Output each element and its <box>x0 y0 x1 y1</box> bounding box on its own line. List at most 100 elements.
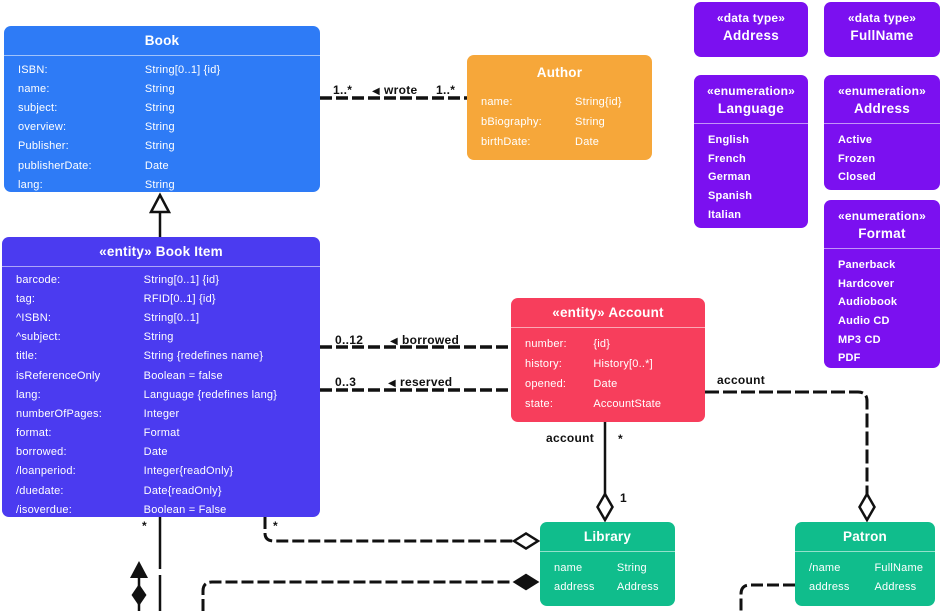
arrow-up-icon <box>130 561 148 578</box>
borrowed-edge-label[interactable]: ◀borrowed <box>390 333 460 347</box>
class-title: Patron <box>843 529 887 544</box>
attr-row: opened:Date <box>525 378 618 390</box>
class-title: Book <box>144 33 180 48</box>
divider <box>4 55 320 56</box>
attr-row: barcode:String[0..1] {id} <box>16 273 220 286</box>
attr-row: tag:RFID[0..1] {id} <box>16 292 216 305</box>
enum-node-address[interactable]: «enumeration» Address Active Frozen Clos… <box>824 75 940 190</box>
account-library-source-multiplicity[interactable]: * <box>618 432 623 446</box>
class-node-author[interactable]: Author name:String{id} bBiography:String… <box>467 55 652 160</box>
direction-left-icon: ◀ <box>388 378 396 389</box>
edge-patron-left-line[interactable] <box>739 583 795 611</box>
attr-row: bBiography:String <box>481 116 605 128</box>
enum-item: Audiobook <box>838 296 898 309</box>
enum-node-language[interactable]: «enumeration» Language English French Ge… <box>694 75 808 228</box>
enum-node-format[interactable]: «enumeration» Format Panerback Hardcover… <box>824 200 940 368</box>
attr-row: format:Format <box>16 427 180 440</box>
enum-item: Frozen <box>838 152 876 165</box>
attr-row: /isoverdue:Boolean = False <box>16 503 227 516</box>
enum-item: French <box>708 152 746 165</box>
type-title: Address <box>722 28 780 43</box>
divider <box>824 123 940 124</box>
attr-row: borrowed:Date <box>16 446 168 459</box>
account-library-edge-label[interactable]: account <box>546 431 595 445</box>
edge-bottom-library-line[interactable] <box>201 580 513 611</box>
type-title: Language <box>717 101 785 116</box>
wrote-edge-label[interactable]: ◀wrote <box>372 83 418 97</box>
class-title: «entity» Book Item <box>99 244 223 259</box>
divider <box>540 551 675 552</box>
class-node-account[interactable]: «entity» Account number:{id} history:His… <box>511 298 705 422</box>
attr-row: ^ISBN:String[0..1] <box>16 311 200 324</box>
direction-left-icon: ◀ <box>372 86 380 97</box>
enum-item: English <box>708 134 750 147</box>
enum-item: Closed <box>838 171 876 184</box>
attr-row: ^subject:String <box>16 331 174 344</box>
edge-bookitem-library-line[interactable] <box>263 517 513 543</box>
divider <box>694 123 808 124</box>
type-title: Address <box>853 101 911 116</box>
composition-diamond-icon <box>512 573 540 591</box>
attr-row: Publisher:String <box>18 140 175 153</box>
enum-item: Audio CD <box>838 315 890 328</box>
enum-item: PDF <box>838 352 861 365</box>
aggregation-diamond-icon <box>858 491 876 523</box>
attr-row: lang:Language {redefines lang} <box>16 388 278 401</box>
reserved-edge-label[interactable]: ◀reserved <box>388 375 453 389</box>
bookitem-library-multiplicity[interactable]: * <box>273 519 278 533</box>
attr-row: /loanperiod:Integer{readOnly} <box>16 465 234 478</box>
wrote-right-multiplicity[interactable]: 1..* <box>436 83 456 97</box>
aggregation-diamond-icon <box>596 491 614 523</box>
stereotype-label: «enumeration» <box>838 84 926 98</box>
divider <box>795 551 935 552</box>
attr-row: ISBN:String[0..1] {id} <box>18 63 221 76</box>
datatype-node-fullname[interactable]: «data type» FullName <box>824 2 940 57</box>
enum-item: Italian <box>708 208 742 221</box>
attr-row: subject:String <box>18 101 175 114</box>
enum-item: Spanish <box>708 190 753 203</box>
attr-row: lang:String <box>18 178 175 191</box>
stereotype-label: «data type» <box>716 11 786 25</box>
enum-item: Panerback <box>838 259 896 272</box>
stereotype-label: «enumeration» <box>838 209 926 223</box>
borrowed-multiplicity[interactable]: 0..12 <box>335 333 364 347</box>
divider <box>824 248 940 249</box>
attr-row: history:History[0..*] <box>525 358 653 370</box>
wrote-left-multiplicity[interactable]: 1..* <box>333 83 353 97</box>
attr-row: state:AccountState <box>525 398 662 410</box>
class-node-book-item[interactable]: «entity» Book Item barcode:String[0..1] … <box>2 237 320 517</box>
datatype-node-address[interactable]: «data type» Address <box>694 2 808 57</box>
type-title: Format <box>858 226 906 241</box>
enum-item: MP3 CD <box>838 333 881 346</box>
composition-diamond-icon <box>131 584 147 606</box>
attr-row: /duedate:Date{readOnly} <box>16 484 222 497</box>
attr-row: publisherDate:Date <box>18 159 169 172</box>
aggregation-diamond-icon <box>511 532 541 550</box>
attr-row: overview:String <box>18 121 175 134</box>
type-title: FullName <box>850 28 914 43</box>
class-node-book[interactable]: Book ISBN:String[0..1] {id} name:String … <box>4 26 320 192</box>
class-title: Library <box>583 529 632 544</box>
attr-row: title:String {redefines name} <box>16 350 264 363</box>
divider <box>2 266 320 267</box>
bookitem-down-multiplicity[interactable]: * <box>142 519 147 533</box>
attr-row: name:String <box>18 82 175 95</box>
enum-item: Hardcover <box>838 277 895 290</box>
stereotype-label: «data type» <box>847 11 917 25</box>
generalization-triangle-icon <box>148 192 172 214</box>
account-patron-edge-label[interactable]: account <box>717 373 766 387</box>
account-library-target-multiplicity[interactable]: 1 <box>620 491 627 505</box>
attr-row: number:{id} <box>525 338 611 350</box>
enum-item: German <box>708 171 751 184</box>
reserved-multiplicity[interactable]: 0..3 <box>335 375 357 389</box>
attr-row: numberOfPages:Integer <box>16 407 180 420</box>
edge-account-patron-line[interactable] <box>705 390 869 494</box>
